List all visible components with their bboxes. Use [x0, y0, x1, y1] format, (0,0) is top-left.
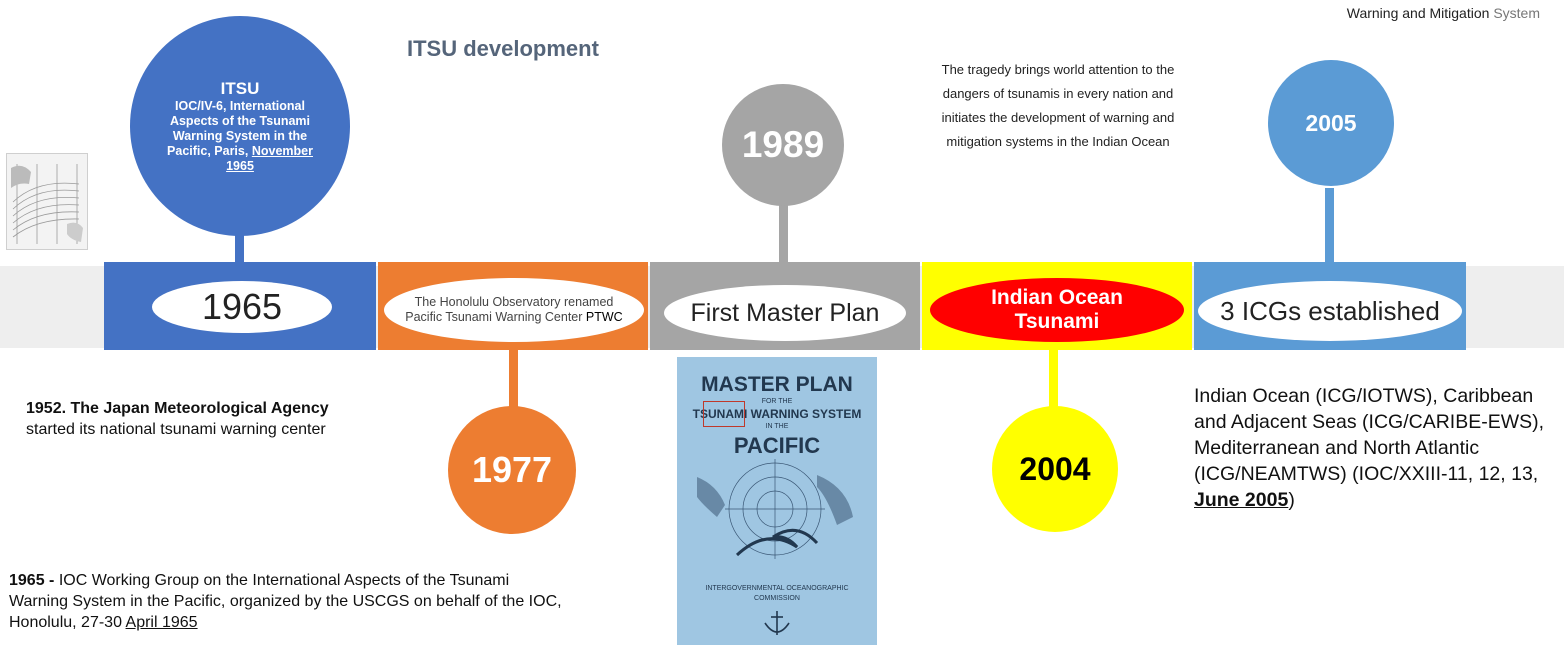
page-title: ITSU development [407, 36, 599, 61]
stem-1977 [509, 348, 518, 414]
circle-itsu-title: ITSU [220, 78, 260, 98]
poster-footer-1: INTERGOVERNMENTAL OCEANOGRAPHIC [705, 585, 849, 592]
master-plan-cover-image: MASTER PLAN FOR THE TSUNAMI WARNING SYST… [677, 357, 877, 645]
circle-itsu: ITSU IOC/IV-6, International Aspects of … [130, 16, 350, 236]
june-2005-link[interactable]: June 2005 [1194, 489, 1289, 511]
poster-sub-in-the: IN THE [765, 423, 789, 430]
circle-2005: 2005 [1268, 60, 1394, 186]
ioc-logo-icon [764, 611, 790, 635]
circle-2004: 2004 [992, 406, 1118, 532]
circle-1989: 1989 [722, 84, 844, 206]
circle-itsu-text: IOC/IV-6, International Aspects of the T… [167, 98, 313, 173]
bar-label-1977: The Honolulu Observatory renamed Pacific… [384, 278, 644, 342]
bar-label-2005: 3 ICGs established [1198, 281, 1462, 341]
stem-1989 [779, 200, 788, 264]
corner-header: Warning and Mitigation System [1347, 5, 1540, 21]
stem-1965 [235, 226, 244, 266]
poster-title-tws: TSUNAMI WARNING SYSTEM [692, 407, 862, 421]
april-1965-link[interactable]: April 1965 [125, 614, 198, 631]
note-icgs: Indian Ocean (ICG/IOTWS), Caribbean and … [1194, 385, 1545, 511]
pacific-map-image [6, 153, 88, 250]
stem-2004 [1049, 348, 1058, 414]
poster-title-master-plan: MASTER PLAN [701, 373, 853, 396]
ptwc-label: PTWC [585, 310, 623, 324]
november-1965-link[interactable]: November 1965 [226, 143, 313, 173]
circle-1977: 1977 [448, 406, 576, 534]
bar-label-1965: 1965 [152, 281, 332, 333]
poster-title-pacific: PACIFIC [733, 433, 821, 458]
poster-sub-for-the: FOR THE [761, 398, 793, 405]
note-working-group: 1965 - IOC Working Group on the Internat… [9, 572, 562, 631]
corner-header-light: System [1493, 5, 1540, 21]
corner-header-bold: Warning and Mitigation [1346, 5, 1490, 21]
note-tragedy: The tragedy brings world attention to th… [941, 62, 1175, 149]
stem-2005 [1325, 188, 1334, 264]
note-jma: 1952. The Japan Meteorological Agency st… [26, 400, 329, 438]
bar-label-1989: First Master Plan [664, 285, 906, 341]
bar-label-2004: Indian Ocean Tsunami [930, 278, 1184, 342]
poster-footer-2: COMMISSION [754, 595, 800, 602]
poster-stamp [703, 401, 745, 427]
